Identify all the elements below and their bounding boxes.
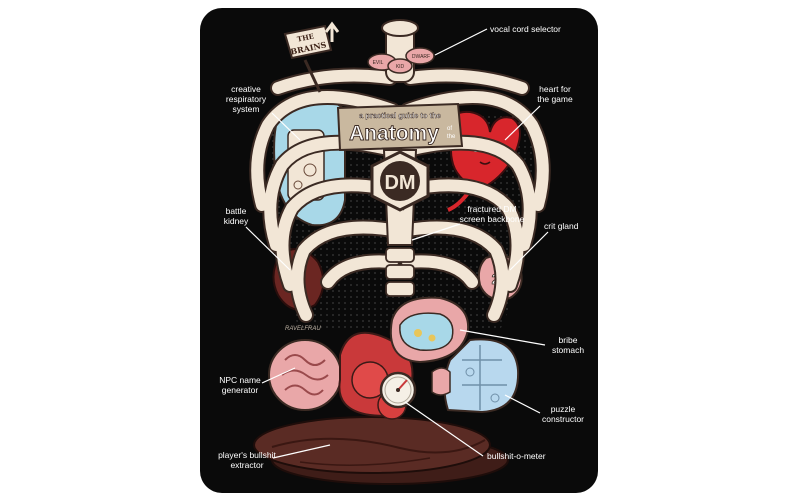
vocal-tag-evil: EVIL	[373, 60, 384, 66]
label-creative-3: system	[233, 104, 260, 114]
vocal-cord-selector-organ: EVIL KID DWARF	[367, 19, 435, 83]
dm-badge: DM	[370, 150, 430, 212]
callout-lines	[245, 28, 549, 459]
label-extractor-2: extractor	[230, 460, 263, 470]
banner-of: of	[447, 126, 452, 132]
label-heart-1: heart for	[539, 84, 571, 94]
vocal-tag-dwarf: DWARF	[412, 54, 430, 60]
label-fractured-1: fractured DM	[467, 204, 516, 214]
label-creative-1: creative	[231, 84, 261, 94]
label-heart-2: the game	[537, 94, 573, 104]
label-bullshit-o-meter: bullshit-o-meter	[487, 451, 546, 461]
banner-line1: a practical guide to the	[359, 111, 441, 120]
dm-badge-text: DM	[384, 172, 415, 194]
label-npc-1: NPC name	[219, 375, 261, 385]
label-extractor-1: player's bullshit	[218, 450, 276, 460]
label-puzzle-2: constructor	[542, 414, 584, 424]
banner-title: Anatomy	[349, 122, 439, 145]
collarbones	[270, 67, 530, 96]
sign-word-the: THE	[296, 31, 315, 43]
label-bribe-2: stomach	[552, 345, 584, 355]
title-banner: a practical guide to the Anatomy of the	[336, 102, 464, 152]
puzzle-constructor-organ	[431, 338, 520, 414]
label-bribe-1: bribe	[559, 335, 578, 345]
label-fractured-2: screen backbone	[460, 214, 525, 224]
bullshit-o-meter-gauge	[379, 371, 417, 409]
bribe-stomach-organ	[389, 296, 470, 364]
label-puzzle-1: puzzle	[551, 404, 576, 414]
label-vocal-cord-selector: vocal cord selector	[490, 24, 561, 34]
the-brains-sign: THE BRAINS	[283, 21, 340, 93]
labels: vocal cord selector creative respiratory…	[218, 24, 584, 470]
label-crit-gland: crit gland	[544, 221, 579, 231]
players-extractor-organ	[253, 416, 509, 485]
label-creative-2: respiratory	[226, 94, 267, 104]
label-npc-2: generator	[222, 385, 259, 395]
label-battle-kidney-2: kidney	[224, 216, 249, 226]
artist-signature: RAVELFRAU	[285, 326, 321, 332]
vocal-tag-kid: KID	[396, 64, 405, 70]
label-battle-kidney-1: battle	[226, 206, 247, 216]
banner-the: the	[447, 134, 456, 140]
